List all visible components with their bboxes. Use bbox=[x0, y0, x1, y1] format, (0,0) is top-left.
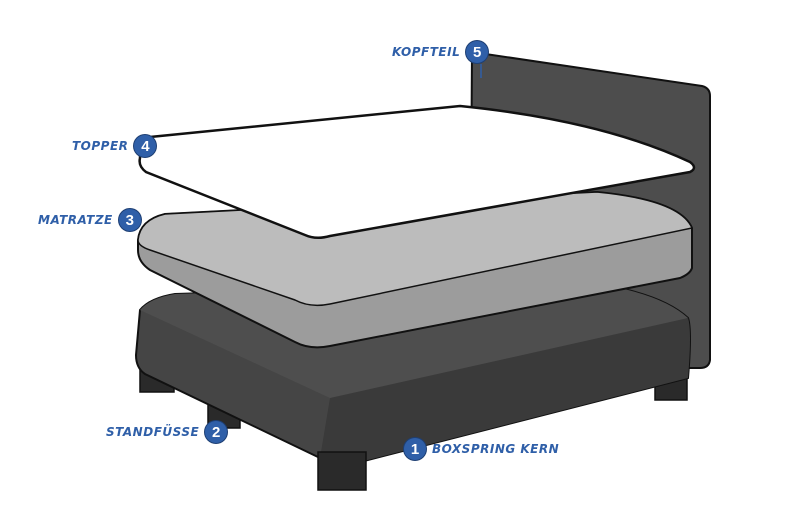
number-badge: 2 bbox=[205, 421, 228, 443]
callout-label: BOXSPRING KERN bbox=[432, 442, 560, 456]
number-badge: 1 bbox=[404, 438, 426, 460]
feet-front bbox=[317, 451, 367, 491]
callout-kopfteil: KOPFTEIL 5 bbox=[392, 41, 489, 63]
topper bbox=[138, 104, 696, 239]
number-badge: 4 bbox=[134, 135, 157, 157]
callout-topper: TOPPER 4 bbox=[72, 135, 157, 157]
number-badge: 3 bbox=[118, 209, 141, 231]
callout-label: TOPPER bbox=[72, 139, 129, 153]
callout-label: MATRATZE bbox=[38, 213, 113, 227]
number-badge: 5 bbox=[466, 41, 489, 63]
callout-matratze: MATRATZE 3 bbox=[38, 209, 141, 231]
callout-standfuesse: STANDFÜSSE 2 bbox=[106, 421, 228, 443]
callout-label: STANDFÜSSE bbox=[106, 425, 200, 439]
callout-boxspring-kern: 1 BOXSPRING KERN bbox=[404, 438, 559, 460]
callout-label: KOPFTEIL bbox=[392, 45, 461, 59]
